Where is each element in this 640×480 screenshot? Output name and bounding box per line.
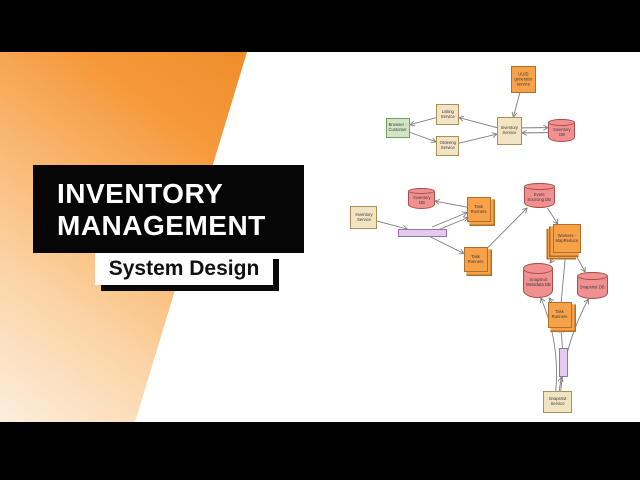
node-listing: Listing Service [436, 104, 459, 125]
edge-listing-to-browser [409, 117, 437, 127]
cylinder-cap [523, 263, 553, 274]
node-label: Task Runners [552, 310, 568, 320]
edge-esDb-to-workers [547, 207, 559, 225]
node-invServiceL: Inventory Service [350, 206, 377, 229]
node-queueV-queue-bar [559, 348, 568, 377]
cylinder-cap [524, 183, 555, 191]
node-tr3: Task Runners [548, 302, 572, 328]
node-label: Inventory DB [412, 195, 431, 205]
node-invServiceU: Inventory Service [497, 117, 522, 145]
edge-workers-to-smDb [549, 252, 558, 264]
node-label: Task Runners [471, 204, 487, 214]
node-invDbL-cylinder: Inventory DB [408, 188, 435, 209]
edge-invServiceL-to-queueH [376, 220, 409, 231]
cylinder-cap [408, 188, 435, 195]
node-label: Snapshot Service [548, 397, 567, 407]
node-workers: Workers - MapReduce [553, 224, 581, 253]
letterbox-top [0, 0, 640, 52]
title-block: INVENTORY MANAGEMENT [33, 165, 304, 253]
edge-queueH-to-tr2 [430, 236, 465, 255]
edge-workers-to-sDb [574, 252, 586, 273]
node-ordering: Ordering Service [436, 136, 459, 156]
node-invDbU-cylinder: Inventory DB [548, 119, 575, 142]
node-label: Snapshot Metadata DB [525, 277, 551, 287]
node-label: Inventory Service [354, 212, 373, 222]
node-label: Task Runners [468, 254, 484, 264]
node-browser: Browser - Customer [386, 118, 410, 138]
node-esDb-cylinder: Event Sourcing DB [524, 183, 555, 208]
edge-tr3-to-smDb [548, 297, 554, 304]
node-label: Inventory Service [500, 126, 519, 136]
edge-browser-to-ordering [409, 131, 437, 144]
edge-invServiceU-to-listing [458, 115, 498, 129]
node-label: Ordering Service [439, 141, 456, 151]
node-smDb-cylinder: Snapshot Metadata DB [523, 263, 553, 298]
node-label: Workers - MapReduce [555, 233, 579, 243]
node-label: UUID generator service [514, 72, 533, 87]
node-label: Snapshot DB [580, 285, 605, 290]
edge-queueV-to-tr3 [558, 327, 565, 349]
edge-tr2-to-esDb [487, 207, 528, 248]
edge-snapService-to-queueV [557, 376, 564, 392]
node-label: Inventory DB [552, 127, 571, 137]
subtitle-text: System Design [108, 257, 260, 280]
cylinder-cap [548, 119, 575, 126]
subtitle-box: System Design [95, 253, 273, 285]
title-line-2: MANAGEMENT [57, 210, 266, 241]
node-label: Listing Service [440, 109, 455, 119]
node-label: Event Sourcing DB [527, 192, 552, 202]
cylinder-cap [577, 272, 608, 280]
node-label: Browser - Customer [388, 123, 408, 133]
edge-tr1-to-invDbL [434, 199, 468, 208]
node-snapService: Snapshot Service [543, 391, 572, 413]
node-tr1: Task Runners [467, 197, 491, 222]
letterbox-bottom [0, 422, 640, 480]
edge-snapService-to-smDb [539, 297, 557, 392]
edge-ordering-to-invServiceU [458, 132, 498, 144]
node-sDb-cylinder: Snapshot DB [577, 272, 608, 299]
node-uuid: UUID generator service [511, 66, 536, 93]
edge-uuid-to-invServiceU [511, 92, 521, 118]
node-tr2: Task Runners [464, 247, 488, 272]
edge-queueH-to-tr1 [431, 211, 468, 228]
title-line-1: INVENTORY [57, 178, 224, 209]
edge-snapService-to-sDb [560, 298, 589, 392]
node-queueH-queue-bar [398, 229, 447, 237]
edge-tr3-to-workers [560, 252, 569, 303]
